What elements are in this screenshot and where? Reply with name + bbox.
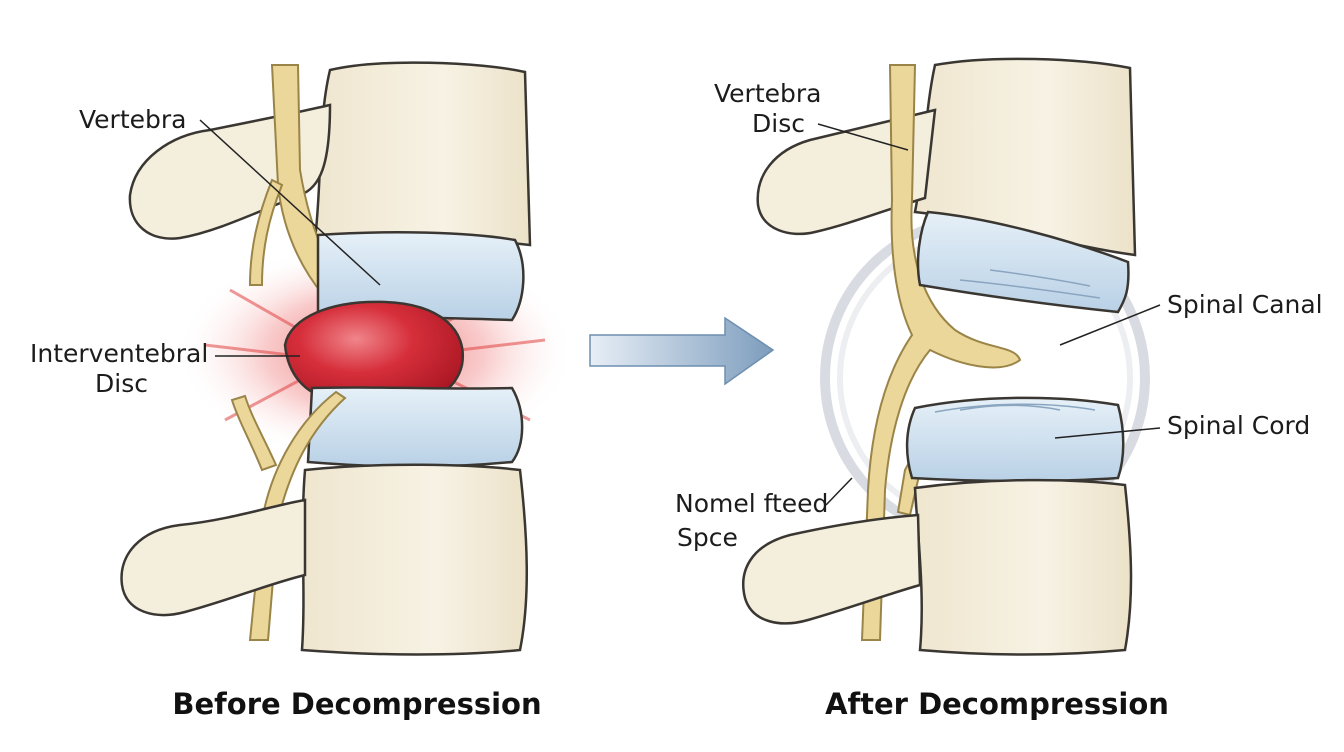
label-vertebra-left: Vertebra	[79, 105, 186, 134]
caption-after: After Decompression	[825, 687, 1169, 721]
after-nerve-root	[860, 64, 1022, 641]
nerve-branch-upper	[248, 178, 284, 286]
after-upper-disc-rings	[959, 269, 1101, 299]
label-disc-right: Disc	[752, 109, 805, 138]
leader-line-spinal-canal	[1059, 304, 1161, 346]
upper-vertebra-body	[313, 61, 532, 247]
after-upper-disc	[916, 210, 1130, 314]
leader-line-spinal-cord	[1054, 427, 1161, 439]
after-lower-disc-rings	[934, 403, 1096, 413]
lower-vertebra-process	[120, 498, 307, 617]
label-freed-space-line2: Spce	[677, 523, 738, 552]
lower-vertebra-body	[300, 463, 528, 656]
nerve-branch-lower	[230, 394, 278, 472]
leader-line-freed-space	[825, 477, 853, 506]
right-arrow-icon	[589, 316, 775, 386]
caption-before: Before Decompression	[172, 687, 541, 721]
label-vertebra-right: Vertebra	[714, 79, 821, 108]
after-panel: Vertebra Disc Spinal Canal Spinal Cord N…	[675, 57, 1323, 721]
label-interverterbral-line1: Interventebral	[30, 339, 208, 368]
label-spinal-canal: Spinal Canal	[1167, 290, 1323, 319]
before-panel: Vertebra Interventebral Disc Before Deco…	[30, 61, 575, 721]
after-lower-vertebra-body	[913, 478, 1133, 656]
label-interverterbral-line2: Disc	[95, 369, 148, 398]
label-freed-space-line1: Nomel fteed	[675, 489, 828, 518]
after-lower-vertebra-process	[742, 513, 922, 625]
leader-line-disc-right	[817, 123, 909, 151]
leader-line-vertebra-left	[199, 119, 381, 286]
after-lower-disc	[905, 396, 1125, 483]
label-spinal-cord: Spinal Cord	[1167, 411, 1310, 440]
